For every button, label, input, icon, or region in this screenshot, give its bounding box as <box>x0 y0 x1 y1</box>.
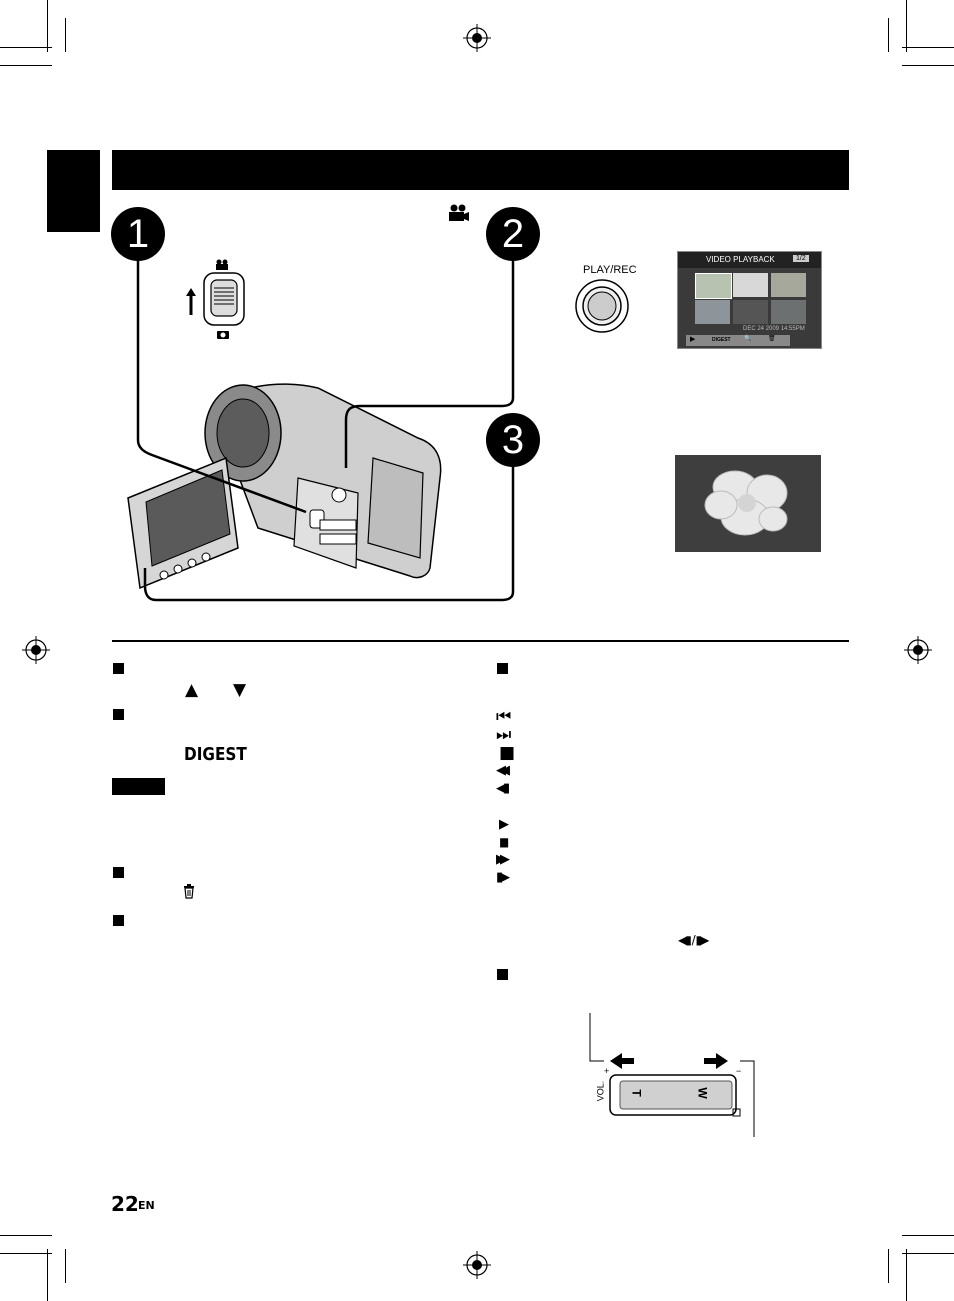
rewind-icon: ◀◀ <box>496 763 510 778</box>
vol-minus-label: − <box>736 1066 742 1076</box>
screen-digest-button: DIGEST <box>712 337 731 343</box>
crop-mark <box>0 65 52 66</box>
thumbnail <box>695 300 730 324</box>
note-tag <box>112 778 165 795</box>
crop-mark <box>902 65 954 66</box>
bullet <box>113 663 124 674</box>
section-divider <box>112 640 849 642</box>
frame-step-icons: ◀▮ / ▮▶ <box>678 933 709 947</box>
frame-forward-icon: ▮▶ <box>496 870 510 885</box>
digest-label: DIGEST <box>184 744 247 765</box>
screen-delete-button: 🗑 <box>768 336 776 342</box>
crop-mark <box>65 1249 66 1283</box>
flower-playback-image <box>675 455 821 552</box>
page-number: 22 <box>111 1192 139 1216</box>
step-number-2: 2 <box>486 207 540 261</box>
mode-switch-illustration <box>186 259 245 339</box>
stop-icon: ■ <box>499 743 516 763</box>
crop-mark <box>902 1253 954 1254</box>
section-tab <box>47 150 100 232</box>
crop-mark <box>888 18 889 52</box>
thumbnail <box>733 300 768 324</box>
zoom-wide-label: W <box>695 1087 710 1099</box>
down-arrow-icon: ▼ <box>233 680 247 700</box>
registration-mark-icon <box>463 24 491 52</box>
thumbnail <box>771 273 806 297</box>
crop-mark <box>47 1249 48 1301</box>
screen-date: DEC 24 2009 14:55PM <box>743 326 805 332</box>
step-number-3: 3 <box>486 413 540 467</box>
registration-mark-icon <box>463 1251 491 1279</box>
vol-plus-label: + <box>604 1066 610 1076</box>
screen-title-bar <box>678 252 821 268</box>
screen-search-button: 🔍 <box>744 336 752 342</box>
bullet <box>497 969 508 980</box>
screen-title: VIDEO PLAYBACK <box>706 255 775 264</box>
crop-mark <box>0 1253 52 1254</box>
bullet <box>113 915 124 926</box>
vol-label: VOL. <box>595 1080 606 1102</box>
play-icon: ▶ <box>499 817 509 832</box>
fast-forward-icon: ▶▶ <box>496 852 510 867</box>
crop-mark <box>0 47 52 48</box>
pause-icon: ▮▮ <box>499 835 509 849</box>
crop-mark <box>906 1249 907 1301</box>
registration-mark-icon <box>904 636 932 664</box>
crop-mark <box>65 18 66 52</box>
title-bar <box>112 150 849 190</box>
bullet <box>497 663 508 674</box>
playback-index-screen: VIDEO PLAYBACK 1/2 DEC 24 2009 14:55PM ▶… <box>677 251 822 349</box>
zoom-tele-label: T <box>629 1089 644 1097</box>
crop-mark <box>902 47 954 48</box>
screen-play-button: ▶ <box>690 336 696 343</box>
zoom-lever-illustration <box>589 1013 755 1137</box>
video-mode-icon <box>449 204 469 221</box>
camcorder-illustration <box>127 383 442 590</box>
trash-icon <box>184 884 194 899</box>
thumbnail <box>771 300 806 324</box>
step-number-1: 1 <box>111 207 165 261</box>
playrec-label: PLAY/REC <box>583 264 637 276</box>
crop-mark <box>888 1249 889 1283</box>
leader-lines <box>136 258 515 602</box>
up-arrow-icon: ▲ <box>185 680 199 700</box>
playrec-button-illustration <box>575 279 629 333</box>
crop-mark <box>902 1235 954 1236</box>
frame-back-icon: ◀▮ <box>496 781 510 796</box>
thumbnail <box>733 273 768 297</box>
crop-mark <box>906 0 907 52</box>
crop-mark <box>0 1235 52 1236</box>
next-icon: ⏭ <box>496 725 512 745</box>
thumbnail <box>695 273 732 299</box>
registration-mark-icon <box>22 636 50 664</box>
page-language: EN <box>138 1199 155 1212</box>
previous-icon: ⏮ <box>496 707 512 727</box>
crop-mark <box>47 0 48 52</box>
screen-page-indicator: 1/2 <box>793 255 809 262</box>
screen-button-bar <box>686 335 790 346</box>
bullet <box>113 709 124 720</box>
bullet <box>113 867 124 878</box>
